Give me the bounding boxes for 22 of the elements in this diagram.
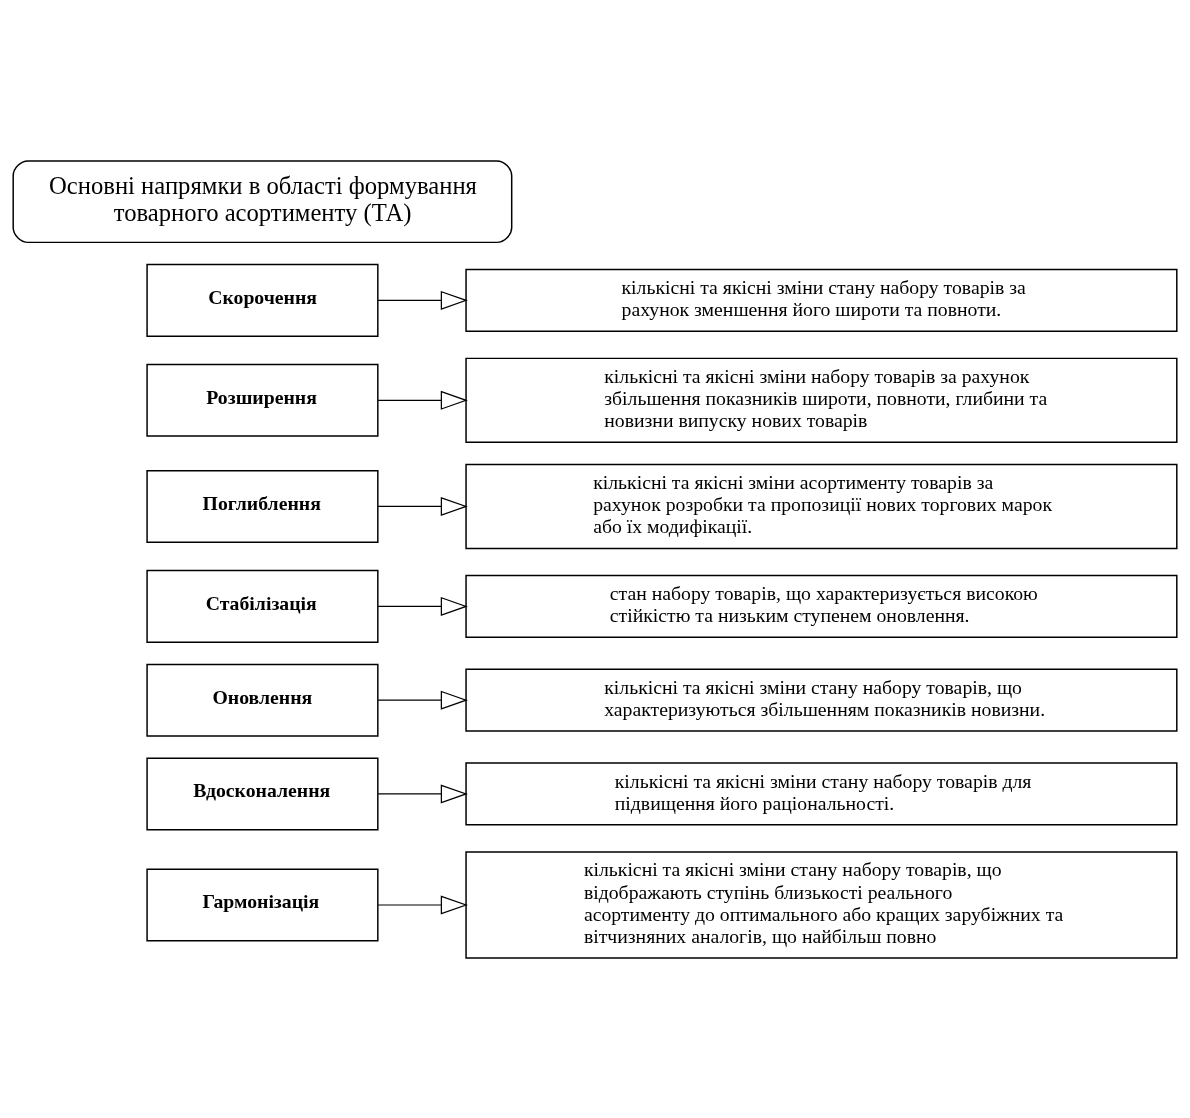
node-box: Поглиблення (146, 469, 379, 543)
arrow (377, 895, 468, 914)
arrow (377, 290, 468, 310)
node-box: кількісні та якісні зміни набору товарів за рахунок збільшення показників широти, повноти, глибини та новизни випуску нових товарів (465, 357, 1178, 443)
node-box: кількісні та якісні зміни асортименту товарів за рахунок розробки та пропозиції нових торгових марок або їх модифікації. (465, 463, 1178, 549)
node-box: Основні напрямки в області формування товарного асортименту (ТА) (12, 159, 513, 243)
node-box: кількісні та якісні зміни стану набору товарів, що відображають ступінь близькості реального асортименту до оптимального або кращих зарубіжних та вітчизняних аналогів, що найбільш повно (465, 850, 1178, 959)
arrow (377, 496, 468, 516)
node-box: Гармонізація (146, 868, 379, 942)
node-box: Оновлення (146, 663, 379, 737)
node-box: кількісні та якісні зміни стану набору товарів за рахунок зменшення його широти та повноти. (465, 268, 1178, 332)
node-box: кількісні та якісні зміни стану набору товарів для підвищення його раціональності. (465, 761, 1178, 826)
node-box: Стабілізація (146, 569, 379, 643)
node-box: Розширення (146, 363, 379, 437)
node-box: кількісні та якісні зміни стану набору товарів, що характеризуються збільшенням показників новизни. (465, 668, 1178, 732)
node-box: стан набору товарів, що характеризується високою стійкістю та низьким ступенем оновлення. (465, 574, 1178, 638)
node-box: Скорочення (146, 263, 379, 337)
arrow (377, 690, 468, 710)
node-box: Вдосконалення (146, 756, 379, 830)
arrow (377, 596, 468, 616)
arrow (377, 783, 468, 803)
arrow (377, 390, 468, 410)
